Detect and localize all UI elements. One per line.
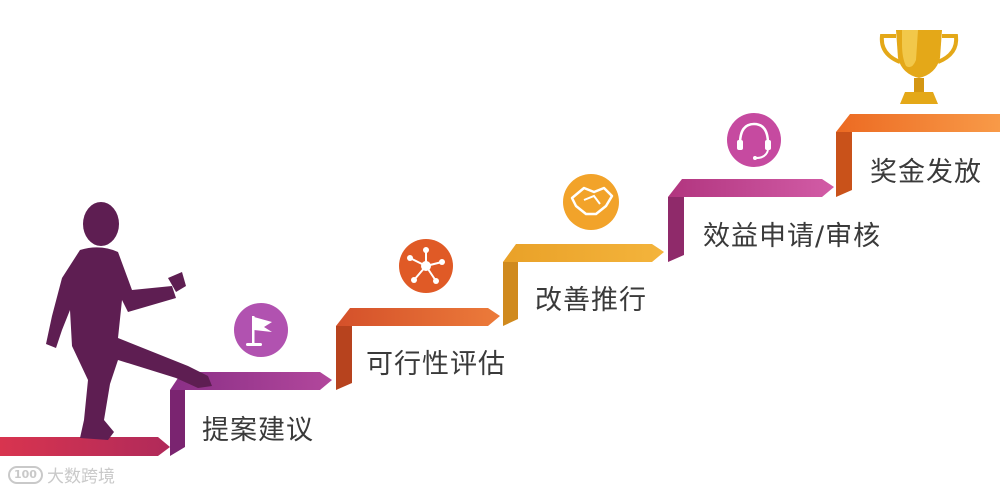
- step-3-label: 改善推行: [535, 285, 647, 316]
- headset-icon: [727, 113, 781, 167]
- step-1-label: 提案建议: [202, 415, 314, 446]
- network-icon: [399, 239, 453, 293]
- step-2-label: 可行性评估: [366, 349, 506, 380]
- stair-step-5: [836, 114, 1000, 197]
- flag-icon: [234, 303, 288, 357]
- watermark-text: 大数跨境: [46, 467, 115, 487]
- watermark: 100 大数跨境: [8, 462, 115, 487]
- stair-step-2: [336, 308, 500, 390]
- step-4-label: 效益申请/审核: [703, 221, 882, 252]
- stair-step-4: [668, 179, 834, 262]
- watermark-badge: 100: [8, 465, 43, 484]
- ground-band: [0, 437, 170, 456]
- climbing-person: [46, 202, 212, 440]
- step-5-label: 奖金发放: [870, 157, 982, 188]
- handshake-icon: [563, 174, 619, 230]
- stair-step-3: [503, 244, 664, 326]
- trophy-icon: [879, 30, 959, 104]
